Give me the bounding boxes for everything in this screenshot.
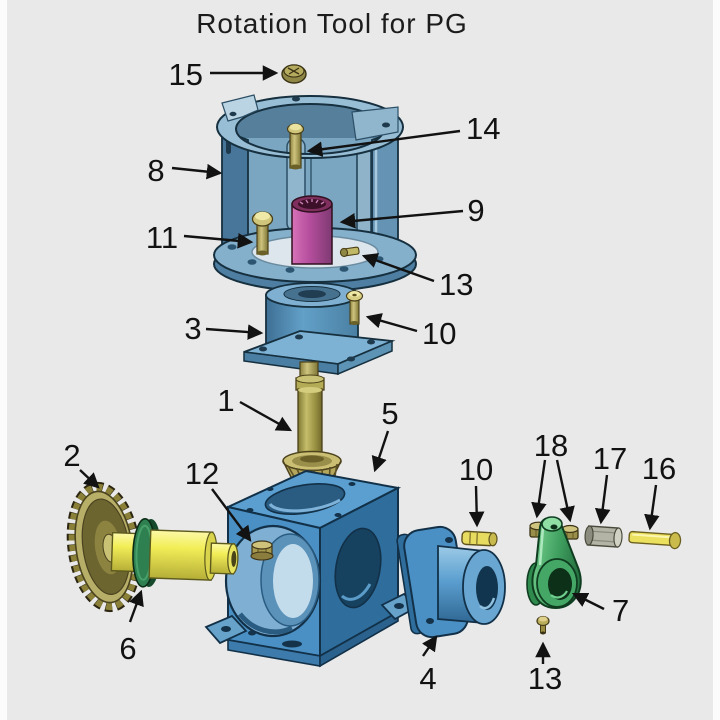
callout-14: 14 <box>466 111 500 146</box>
callout-18: 18 <box>534 428 568 463</box>
part-13-set-screw-lower <box>536 615 550 635</box>
leader-4 <box>422 635 438 657</box>
leader-2 <box>79 469 100 489</box>
leader-arrows <box>79 65 660 664</box>
callout-3: 3 <box>184 311 201 346</box>
leader-3 <box>205 324 264 340</box>
rim-notch-right <box>351 106 399 141</box>
part-9-pink-bushing <box>291 195 333 265</box>
callout-13b: 13 <box>528 661 562 696</box>
part-12-hex-nut <box>250 540 274 561</box>
leader-14 <box>306 129 461 157</box>
leader-6 <box>128 589 144 623</box>
leader-8 <box>171 163 223 180</box>
leader-13a <box>361 253 435 283</box>
left-edge-strip <box>0 0 7 720</box>
leader-17 <box>594 474 611 525</box>
part-13-set-screw-on-flange <box>339 246 360 258</box>
part-17-bushing <box>584 525 623 548</box>
callout-6: 6 <box>119 631 136 666</box>
part-5-gearbox-housing <box>204 469 419 668</box>
part-10-pin-lower <box>461 530 498 547</box>
leader-18b <box>555 459 575 523</box>
diagram-title: Rotation Tool for PG <box>196 8 468 39</box>
callout-15: 15 <box>169 57 203 92</box>
leader-5 <box>371 430 390 473</box>
part-15-hex-nut <box>281 64 307 84</box>
part-4-bearing-flange <box>396 525 506 639</box>
leader-10b <box>468 485 485 528</box>
callout-12: 12 <box>185 456 219 491</box>
leader-10a <box>365 313 418 333</box>
leader-9 <box>339 209 464 229</box>
part-7-lever-arm <box>526 516 582 610</box>
leader-12 <box>211 488 252 542</box>
part-6-input-shaft <box>110 518 239 588</box>
part-14-inner-bolt <box>286 123 305 170</box>
callout-labels: 15 8 11 14 9 13 3 10 1 5 2 12 6 4 10 18 … <box>63 57 676 696</box>
callout-4: 4 <box>419 661 436 696</box>
callout-2: 2 <box>63 438 80 473</box>
callout-13a: 13 <box>439 267 473 302</box>
leader-7 <box>571 592 605 611</box>
callout-16: 16 <box>642 451 676 486</box>
right-edge-strip <box>713 0 720 720</box>
callout-5: 5 <box>381 396 398 431</box>
part-10-socket-bolt-upper <box>345 290 364 325</box>
leader-11 <box>183 233 254 249</box>
callout-1: 1 <box>217 383 234 418</box>
leader-1 <box>239 400 293 432</box>
callout-7: 7 <box>612 593 629 628</box>
callout-11: 11 <box>146 220 178 255</box>
callout-17: 17 <box>593 441 627 476</box>
callout-10b: 10 <box>459 452 493 487</box>
callout-8: 8 <box>147 153 164 188</box>
leader-18a <box>531 459 547 519</box>
callout-10a: 10 <box>422 316 456 351</box>
part-16-clevis-pin <box>628 530 682 550</box>
side-wall-slot <box>356 145 372 239</box>
leader-16 <box>644 484 660 531</box>
callout-9: 9 <box>467 193 484 228</box>
part-11-flange-bolt <box>251 211 274 256</box>
